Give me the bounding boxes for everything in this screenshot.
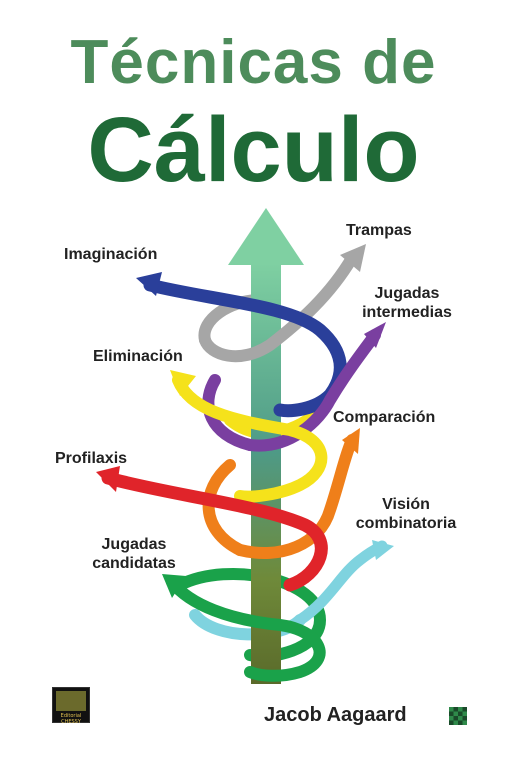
ribbon-red [101, 471, 328, 592]
label-profilaxis: Profilaxis [55, 450, 128, 467]
arrowhead-orange [342, 428, 360, 454]
ribbon-blue [143, 278, 347, 418]
arrowhead-purple [364, 322, 386, 348]
label-eliminacion: Eliminación [93, 348, 183, 365]
label-vision-combinatoria-line1: Visión [382, 496, 430, 513]
arrowhead-cyan [372, 540, 394, 560]
label-comparacion: Comparación [333, 409, 436, 426]
arrowhead-red [96, 466, 120, 492]
arrowhead-gray [340, 244, 366, 272]
chessboard-icon [449, 707, 467, 725]
ribbon-yellow [172, 374, 328, 503]
label-vision-combinatoria-line2: combinatoria [355, 515, 457, 532]
ribbon-orange-back [202, 459, 246, 556]
ribbon-orange [234, 434, 358, 560]
label-jugadas-intermedias: Jugadas intermedias [352, 284, 462, 322]
arrowhead-green [162, 574, 186, 598]
label-trampas: Trampas [346, 222, 412, 239]
author-name: Jacob Aagaard [264, 704, 407, 726]
ribbon-green [166, 576, 326, 682]
publisher-logo-text: Editorial CHESSY [60, 713, 82, 725]
title-line-1: Técnicas de [70, 28, 437, 97]
ribbon-gray [199, 252, 358, 363]
title-line-2: Cálculo [87, 99, 420, 201]
ribbon-purple [244, 329, 381, 452]
label-jugadas-intermedias-line2: intermedias [362, 304, 452, 321]
label-jugadas-candidatas: Jugadas candidatas [82, 535, 186, 573]
publisher-logo: Editorial CHESSY [52, 687, 90, 725]
arrowhead-yellow [170, 370, 196, 396]
label-jugadas-intermedias-line1: Jugadas [374, 285, 440, 302]
ribbon-cyan [294, 540, 388, 626]
central-arrow [228, 208, 304, 684]
arrowhead-blue [136, 272, 162, 296]
label-imaginacion: Imaginación [64, 246, 158, 263]
label-jugadas-candidatas-line2: candidatas [92, 555, 176, 572]
publisher-logo-image [56, 691, 86, 711]
label-jugadas-candidatas-line1: Jugadas [101, 536, 167, 553]
ribbon-purple-back [202, 374, 256, 451]
label-vision-combinatoria: Visión combinatoria [345, 495, 467, 533]
